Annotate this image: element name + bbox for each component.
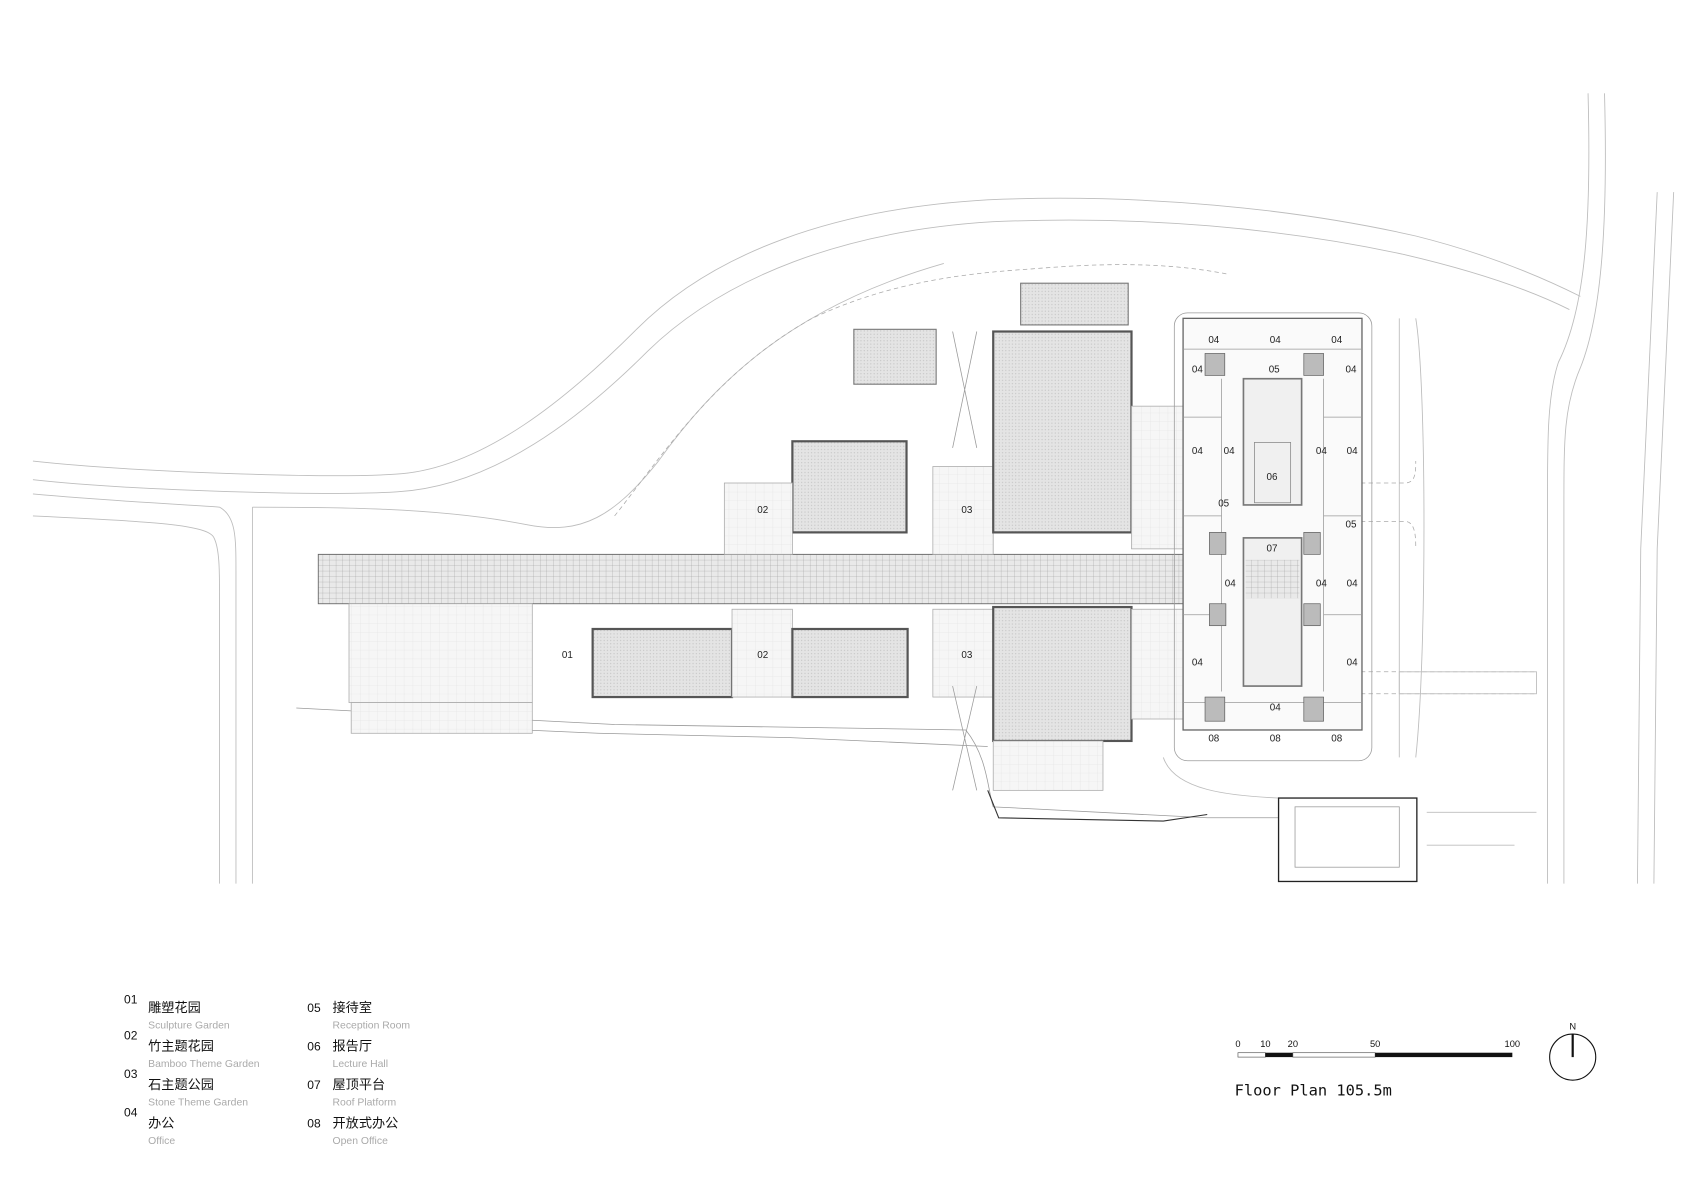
svg-text:07: 07 [307,1078,321,1092]
room-label: 03 [961,650,972,661]
svg-text:竹主题花园: 竹主题花园 [148,1039,214,1055]
svg-text:Open Office: Open Office [333,1136,389,1147]
svg-text:Roof Platform: Roof Platform [333,1097,397,1108]
drawing-title: Floor Plan 105.5m [1235,1082,1392,1100]
scale-bar: 0 10 20 50 100 [1235,1039,1521,1058]
svg-text:办公: 办公 [148,1115,174,1131]
legend-item-01: 01 雕塑花园 Sculpture Garden [124,992,230,1031]
room-labels: 01 02 02 03 03 04 04 04 04 05 04 04 04 0… [562,335,1358,744]
legend-item-04: 04 办公 Office [124,1105,175,1146]
svg-text:06: 06 [307,1040,321,1054]
svg-text:Sculpture Garden: Sculpture Garden [148,1021,230,1032]
svg-text:Reception Room: Reception Room [333,1021,411,1032]
room-label: 07 [1266,543,1277,554]
room-label: 04 [1346,365,1357,376]
buildings [317,282,1418,883]
room-label: 08 [1270,733,1281,744]
long-roof-canopy [317,553,1184,605]
svg-text:0: 0 [1235,1039,1240,1049]
room-label: 04 [1192,365,1203,376]
svg-text:Lecture Hall: Lecture Hall [333,1059,389,1070]
legend: 01 雕塑花园 Sculpture Garden 02 竹主题花园 Bamboo… [124,992,410,1147]
legend-item-07: 07 屋顶平台 Roof Platform [307,1077,396,1108]
room-label: 08 [1208,733,1219,744]
room-label: 04 [1208,335,1219,346]
svg-text:报告厅: 报告厅 [333,1039,372,1055]
svg-text:20: 20 [1288,1039,1298,1049]
svg-text:N: N [1569,1022,1576,1032]
svg-text:开放式办公: 开放式办公 [333,1115,399,1131]
legend-item-03: 03 石主题公园 Stone Theme Garden [124,1067,248,1108]
room-label: 04 [1316,579,1327,590]
room-label: 04 [1224,446,1235,457]
room-label: 03 [961,505,972,516]
room-label: 04 [1316,446,1327,457]
room-label: 06 [1266,472,1277,483]
svg-text:石主题公园: 石主题公园 [148,1077,214,1093]
room-label: 04 [1192,446,1203,457]
room-label: 02 [757,650,768,661]
room-label: 05 [1269,365,1280,376]
room-label: 04 [1192,658,1203,669]
room-label: 05 [1346,519,1357,530]
svg-text:02: 02 [124,1029,138,1043]
legend-item-02: 02 竹主题花园 Bamboo Theme Garden [124,1029,260,1070]
room-label: 04 [1331,335,1342,346]
legend-item-06: 06 报告厅 Lecture Hall [307,1039,388,1070]
legend-item-05: 05 接待室 Reception Room [307,999,410,1031]
room-label: 04 [1347,658,1358,669]
room-label: 05 [1218,498,1229,509]
svg-text:屋顶平台: 屋顶平台 [333,1077,386,1093]
svg-text:雕塑花园: 雕塑花园 [148,1000,201,1016]
room-label: 01 [562,650,573,661]
svg-text:Office: Office [148,1136,175,1147]
room-label: 04 [1270,335,1281,346]
north-arrow-icon: N [1549,1022,1597,1081]
svg-text:01: 01 [124,992,138,1006]
svg-text:05: 05 [307,1001,321,1015]
room-label: 04 [1347,579,1358,590]
svg-text:接待室: 接待室 [333,999,372,1016]
svg-text:50: 50 [1370,1039,1380,1049]
legend-item-08: 08 开放式办公 Open Office [307,1115,398,1146]
svg-text:100: 100 [1505,1039,1521,1049]
room-label: 08 [1331,733,1342,744]
svg-text:04: 04 [124,1105,138,1119]
room-label: 04 [1347,446,1358,457]
svg-text:10: 10 [1260,1039,1270,1049]
svg-text:Stone Theme Garden: Stone Theme Garden [148,1097,248,1108]
svg-text:Bamboo Theme Garden: Bamboo Theme Garden [148,1059,260,1070]
svg-text:03: 03 [124,1067,138,1081]
svg-text:08: 08 [307,1116,321,1130]
room-label: 02 [757,505,768,516]
room-label: 04 [1270,703,1281,714]
room-label: 04 [1225,579,1236,590]
